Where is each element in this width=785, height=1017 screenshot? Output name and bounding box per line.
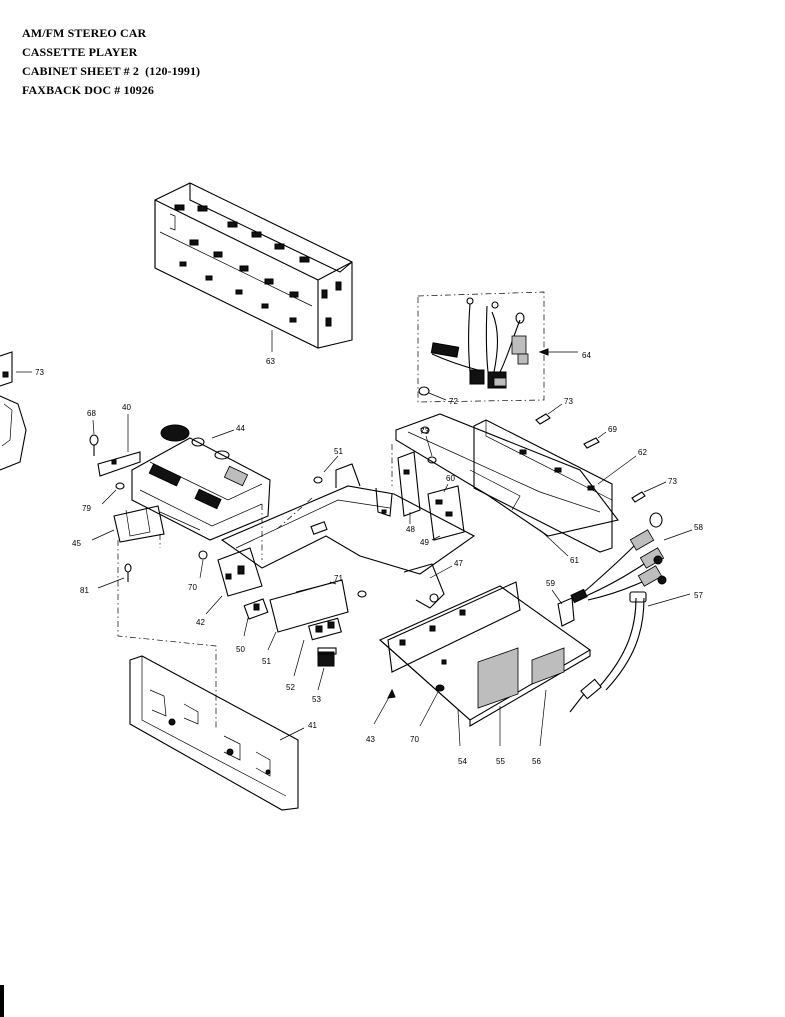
antenna-cable-part-57: 57 xyxy=(569,591,703,713)
block-part-53: 53 xyxy=(312,647,337,704)
mounting-sleeve-part-63: 63 xyxy=(154,182,353,366)
callout-73-mid: 73 xyxy=(420,427,429,436)
callout-72: 72 xyxy=(449,397,458,406)
callout-73-left: 73 xyxy=(35,368,44,377)
callout-61: 61 xyxy=(570,556,579,565)
callout-70-right: 70 xyxy=(410,735,419,744)
callout-63: 63 xyxy=(266,357,275,366)
callout-54: 54 xyxy=(458,757,467,766)
top-plate-part-61: 61 xyxy=(395,413,619,565)
screws-parts-43-70: 43 70 xyxy=(366,684,445,744)
header-line-3: CABINET SHEET # 2 (120-1991) xyxy=(22,64,201,78)
callout-69: 69 xyxy=(608,425,617,434)
callout-44: 44 xyxy=(236,424,245,433)
header-line-1: AM/FM STEREO CAR xyxy=(22,26,147,40)
callout-45: 45 xyxy=(72,539,81,548)
callout-57: 57 xyxy=(694,591,703,600)
switch-part-52: 52 xyxy=(286,617,342,692)
callout-51-bottom: 51 xyxy=(262,657,271,666)
screw-part-79: 79 xyxy=(82,482,125,513)
callout-40: 40 xyxy=(122,403,131,412)
clip-part-59: 59 xyxy=(546,579,575,627)
screw-part-71: 71 xyxy=(329,574,367,598)
callout-68: 68 xyxy=(87,409,96,418)
callout-59: 59 xyxy=(546,579,555,588)
callout-41: 41 xyxy=(308,721,317,730)
page-edge-mark xyxy=(0,985,4,1017)
callout-71: 71 xyxy=(334,574,343,583)
callout-48: 48 xyxy=(406,525,415,534)
center-chassis-frame: 51 xyxy=(220,447,476,575)
screw-part-72: 72 xyxy=(418,386,458,406)
tape-mechanism-part-44: 44 xyxy=(131,424,271,541)
callout-47: 47 xyxy=(454,559,463,568)
callout-55: 55 xyxy=(496,757,505,766)
callout-52: 52 xyxy=(286,683,295,692)
callout-51-top: 51 xyxy=(334,447,343,456)
callout-56: 56 xyxy=(532,757,541,766)
bracket-part-40: 68 40 xyxy=(87,403,141,477)
callout-43: 43 xyxy=(366,735,375,744)
board-part-51: 51 xyxy=(262,579,349,666)
callout-73-right: 73 xyxy=(668,477,677,486)
callout-42: 42 xyxy=(196,618,205,627)
adjacent-sheet-fragment: 73 xyxy=(0,351,44,471)
callout-79: 79 xyxy=(82,504,91,513)
screw-part-81: 81 xyxy=(80,563,132,595)
bracket-part-47: 47 xyxy=(403,559,463,609)
callout-49: 49 xyxy=(420,538,429,547)
callout-60: 60 xyxy=(446,474,455,483)
rca-cables-part-58: 58 xyxy=(570,512,703,604)
main-board-parts-54-55-56: 54 55 56 xyxy=(378,581,592,766)
wiring-harness-part-64: 64 xyxy=(417,291,591,403)
callout-53: 53 xyxy=(312,695,321,704)
callout-70-left: 70 xyxy=(188,583,197,592)
callout-81: 81 xyxy=(80,586,89,595)
callout-58: 58 xyxy=(694,523,703,532)
header-line-2: CASSETTE PLAYER xyxy=(22,45,138,59)
callout-50: 50 xyxy=(236,645,245,654)
uprights-parts-48-49-60: 48 49 60 73 xyxy=(397,427,465,547)
switch-part-50: 50 xyxy=(236,598,269,654)
screws-right-bracket: 73 69 73 xyxy=(535,397,677,503)
callout-64: 64 xyxy=(582,351,591,360)
callout-62: 62 xyxy=(638,448,647,457)
header-line-4: FAXBACK DOC # 10926 xyxy=(22,83,155,97)
bracket-part-42: 42 xyxy=(196,547,263,627)
screw-part-70-left: 70 xyxy=(188,550,208,592)
front-bracket-part-41: 41 xyxy=(129,655,317,811)
assembly-guide-lines xyxy=(117,444,393,728)
bracket-part-45: 45 xyxy=(72,505,165,548)
callout-73-top: 73 xyxy=(564,397,573,406)
rear-bracket-part-62: 62 xyxy=(473,419,647,553)
document-header: AM/FM STEREO CAR CASSETTE PLAYER CABINET… xyxy=(22,24,200,100)
